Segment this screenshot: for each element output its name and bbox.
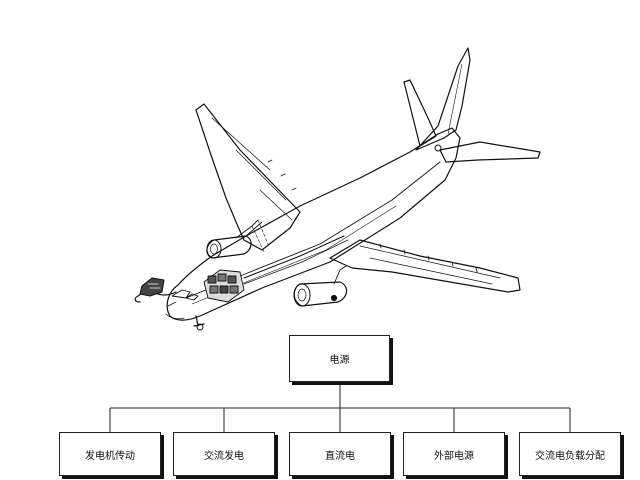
horizontal-stabilizer-upper (403, 79, 437, 147)
child-node-ac-generation: 交流发电 (173, 432, 275, 476)
connector-lines (109, 382, 571, 432)
vertical-stabilizer (415, 47, 471, 151)
engine-upper (206, 219, 269, 259)
engine-lower (293, 265, 348, 307)
equipment-bay (203, 235, 349, 303)
nose-gear (193, 315, 205, 327)
aircraft-wing-lower (329, 239, 521, 293)
cockpit-windows (171, 289, 199, 301)
horizontal-stabilizer-lower (439, 141, 541, 163)
root-node-label: 电源 (329, 355, 350, 366)
child-node-dc-power: 直流电 (289, 432, 391, 476)
child-node-label: 交流发电 (204, 450, 244, 462)
aircraft-fuselage (166, 127, 461, 321)
aircraft-illustration (134, 47, 541, 331)
child-node-ac-load-distribution: 交流电负载分配 (519, 432, 621, 476)
child-node-label: 发电机传动 (85, 450, 135, 462)
child-node-label: 外部电源 (434, 450, 474, 462)
child-node-label: 交流电负载分配 (535, 450, 605, 462)
root-node-power-supply: 电源 (289, 335, 390, 382)
child-node-external-power: 外部电源 (403, 432, 505, 476)
child-node-generator-drive: 发电机传动 (59, 432, 161, 476)
aircraft-wing-upper (195, 103, 301, 251)
child-node-label: 直流电 (325, 450, 355, 462)
ground-power-unit (139, 277, 165, 297)
